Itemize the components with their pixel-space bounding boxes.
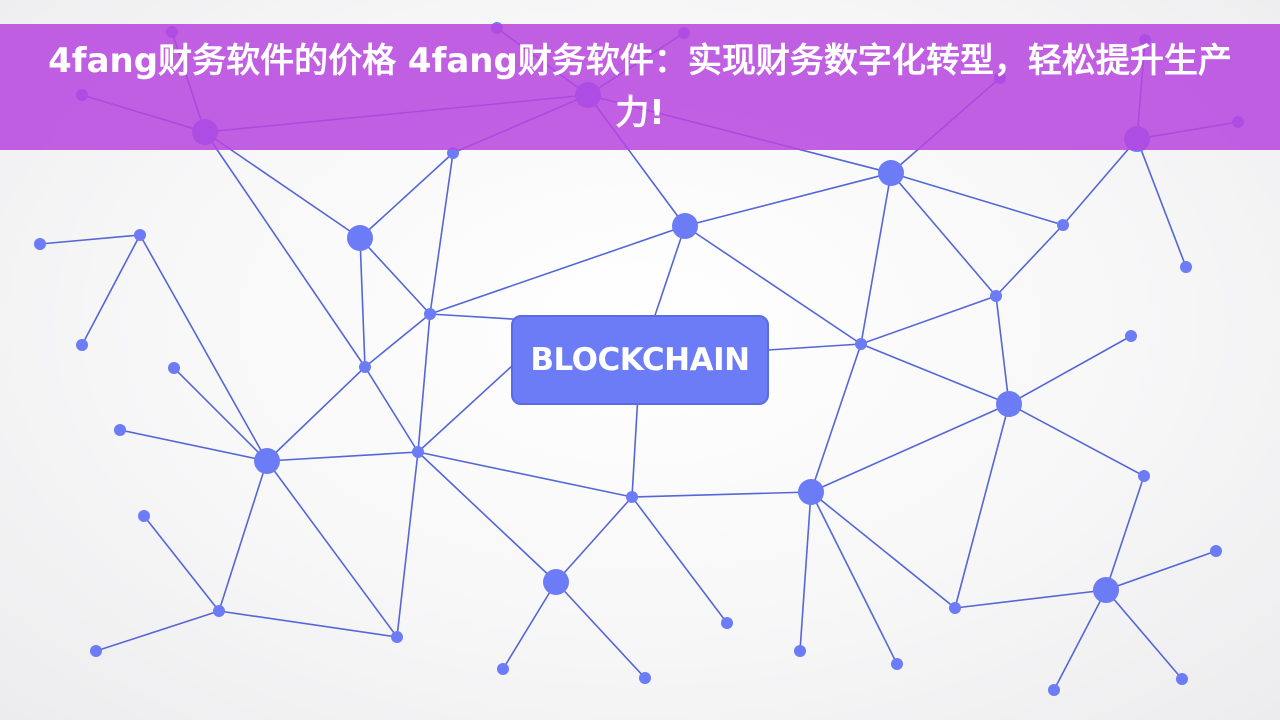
network-edge xyxy=(1062,138,1138,226)
network-node xyxy=(1210,545,1222,557)
network-edge xyxy=(954,589,1107,609)
network-node xyxy=(391,631,403,643)
network-node xyxy=(168,362,180,374)
network-edge xyxy=(995,295,1010,405)
network-edge xyxy=(429,152,454,315)
network-edge xyxy=(173,367,268,462)
network-node xyxy=(1176,673,1188,685)
network-edge xyxy=(860,295,997,345)
network-edge xyxy=(995,224,1064,297)
network-node xyxy=(254,448,280,474)
network-node xyxy=(794,645,806,657)
network-edge xyxy=(502,581,557,670)
network-edge xyxy=(364,366,419,453)
network-node xyxy=(138,510,150,522)
network-node xyxy=(1093,577,1119,603)
network-node xyxy=(878,160,904,186)
network-node xyxy=(114,424,126,436)
network-edge xyxy=(1105,475,1145,591)
network-edge xyxy=(1008,335,1132,405)
network-edge xyxy=(1053,589,1107,691)
network-edge xyxy=(810,403,1010,493)
network-node xyxy=(76,339,88,351)
network-edge xyxy=(631,491,812,498)
network-edge xyxy=(1105,589,1183,680)
network-node xyxy=(626,491,638,503)
network-node xyxy=(447,147,459,159)
network-edge xyxy=(204,131,366,368)
page-title: 4fang财务软件的价格 4fang财务软件：实现财务数字化转型，轻松提升生产力… xyxy=(48,41,1232,133)
network-node xyxy=(497,663,509,675)
network-edge xyxy=(396,451,419,638)
network-edge xyxy=(359,237,366,368)
network-edge xyxy=(890,172,1064,226)
network-edge xyxy=(810,343,862,493)
network-edge xyxy=(359,152,454,239)
network-node xyxy=(134,229,146,241)
network-node xyxy=(90,645,102,657)
network-edge xyxy=(684,225,862,345)
network-edge xyxy=(1136,138,1187,268)
network-edge xyxy=(860,172,892,345)
network-edge xyxy=(143,515,220,612)
network-edge xyxy=(95,610,220,652)
network-edge xyxy=(81,234,141,346)
network-node xyxy=(412,446,424,458)
network-edge xyxy=(266,460,398,638)
network-edge xyxy=(266,366,366,462)
network-node xyxy=(1125,330,1137,342)
network-edge xyxy=(429,225,686,315)
network-edge xyxy=(860,343,1010,405)
network-node xyxy=(855,338,867,350)
network-edge xyxy=(417,313,431,453)
network-edge xyxy=(799,491,812,652)
network-node xyxy=(1180,261,1192,273)
network-edge xyxy=(218,460,268,612)
network-edge xyxy=(631,496,728,624)
network-node xyxy=(543,569,569,595)
network-node xyxy=(34,238,46,250)
network-node xyxy=(213,605,225,617)
title-banner: 4fang财务软件的价格 4fang财务软件：实现财务数字化转型，轻松提升生产力… xyxy=(0,24,1280,150)
network-edge xyxy=(954,403,1010,609)
network-edge xyxy=(359,237,431,315)
network-node xyxy=(639,672,651,684)
blockchain-label: BLOCKCHAIN xyxy=(530,342,750,378)
network-edge xyxy=(767,343,862,351)
network-edge xyxy=(555,581,646,679)
network-node xyxy=(1057,219,1069,231)
blockchain-label-box: BLOCKCHAIN xyxy=(511,315,769,405)
network-edge xyxy=(139,234,268,462)
network-edge xyxy=(684,172,892,227)
network-node xyxy=(1138,470,1150,482)
network-edge xyxy=(266,451,419,462)
network-edge xyxy=(810,491,898,665)
network-edges xyxy=(39,27,1239,691)
network-edge xyxy=(1008,403,1145,477)
network-node xyxy=(721,617,733,629)
network-edge xyxy=(39,234,141,245)
network-node xyxy=(996,391,1022,417)
network-node xyxy=(990,290,1002,302)
network-node xyxy=(359,361,371,373)
network-edge xyxy=(417,451,557,583)
network-edge xyxy=(890,172,997,297)
network-edge xyxy=(1105,550,1217,591)
network-edge xyxy=(555,496,633,583)
network-node xyxy=(949,602,961,614)
network-edge xyxy=(119,429,268,462)
network-edge xyxy=(810,491,956,609)
network-node xyxy=(1048,684,1060,696)
network-node xyxy=(347,225,373,251)
network-node xyxy=(798,479,824,505)
network-edge xyxy=(218,610,398,638)
network-node xyxy=(891,658,903,670)
network-node xyxy=(424,308,436,320)
network-edge xyxy=(364,313,431,368)
network-node xyxy=(672,213,698,239)
network-edge xyxy=(417,451,633,498)
